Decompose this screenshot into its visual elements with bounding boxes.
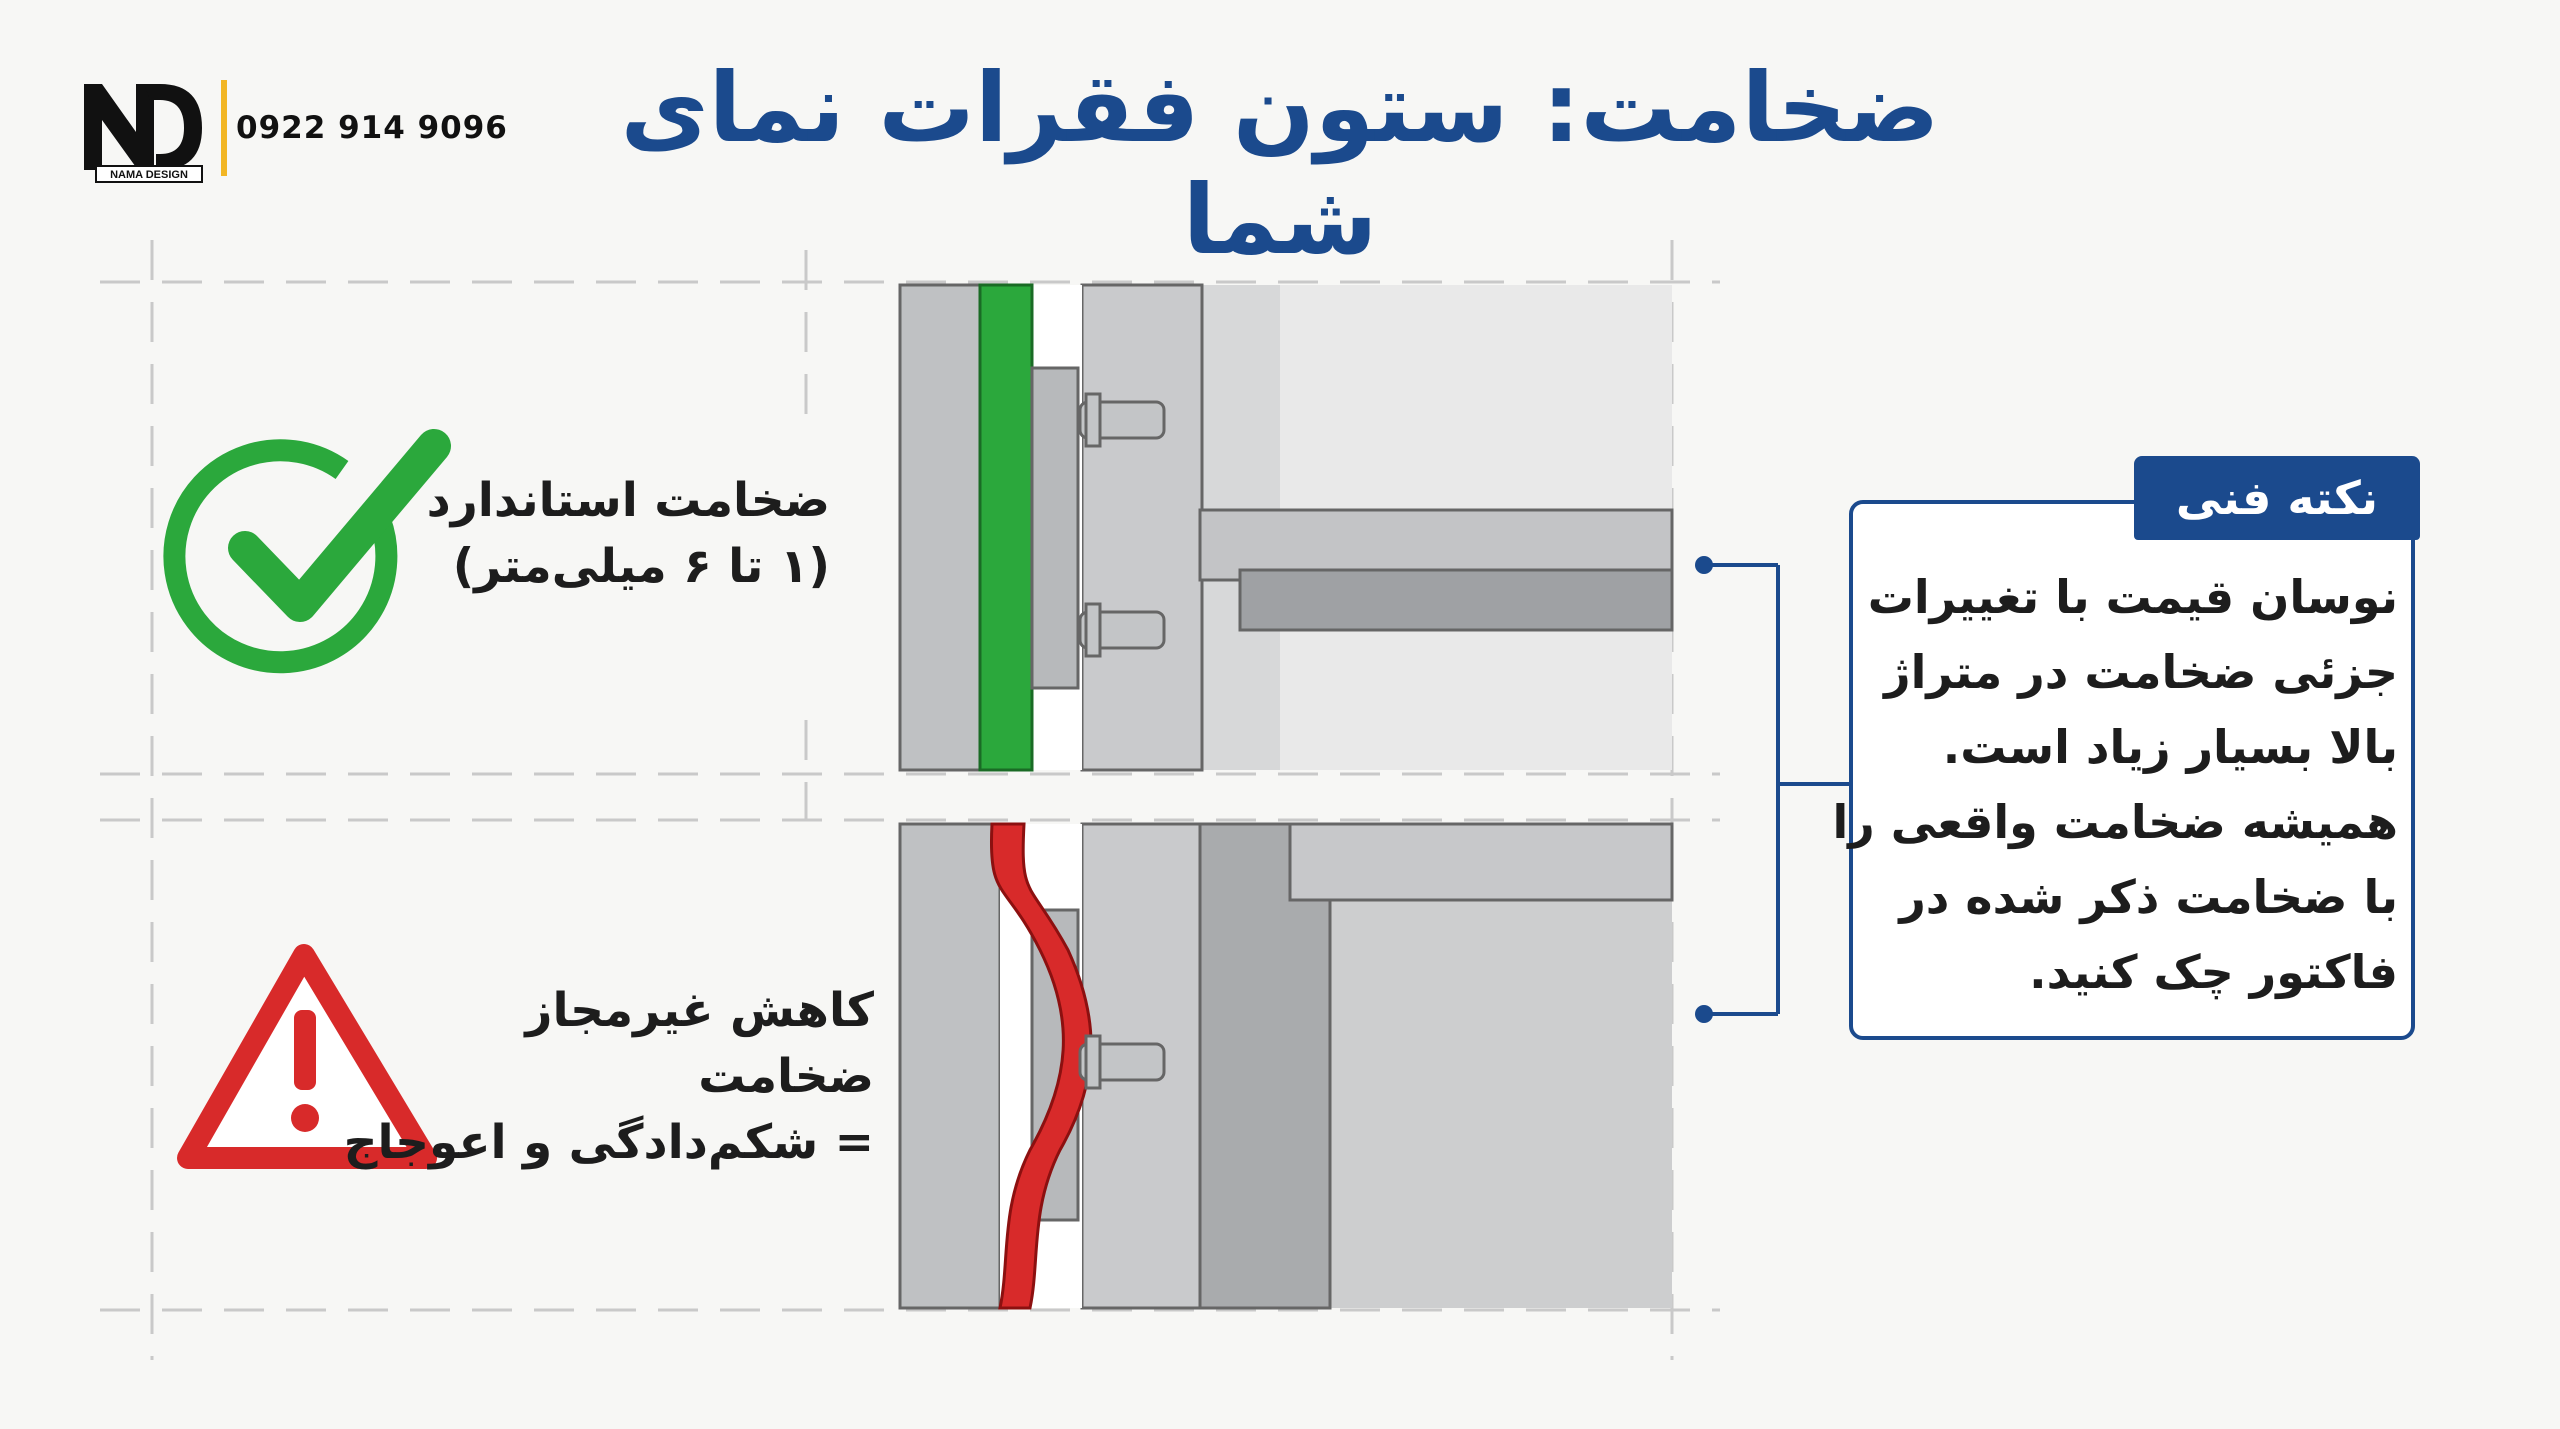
- bracket-dot-bottom: [1695, 1005, 1713, 1023]
- bolt-upper-2: [1078, 602, 1166, 658]
- upper-section: [898, 283, 1674, 772]
- warning-label: کاهش غیرمجاز ضخامت = شکم‌دادگی و اعوجاج: [340, 978, 874, 1176]
- standard-line1: ضخامت استاندارد: [426, 473, 830, 528]
- bolt-lower: [1078, 1034, 1166, 1090]
- warning-triangle-icon: [177, 944, 437, 1169]
- standard-thick-panel: [978, 283, 1034, 772]
- note-line: نوسان قیمت با تغییرات: [1867, 570, 2398, 624]
- warning-line2: = شکم‌دادگی و اعوجاج: [343, 1115, 874, 1170]
- check-circle-icon: [163, 429, 451, 674]
- note-line: با ضخامت ذکر شده در: [1899, 870, 2398, 924]
- lower-section: [898, 822, 1674, 1310]
- note-line: فاکتور چک کنید.: [2029, 945, 2398, 999]
- technical-note-tag: نکته فنی: [2134, 456, 2420, 540]
- standard-line2: (۱ تا ۶ میلی‌متر): [452, 539, 830, 594]
- warning-line1: کاهش غیرمجاز ضخامت: [525, 983, 874, 1104]
- bracket-dot-top: [1695, 556, 1713, 574]
- note-line: بالا بسیار زیاد است.: [1942, 720, 2398, 774]
- buckled-thin-panel: [989, 822, 1093, 1310]
- bolt-upper-1: [1078, 392, 1166, 448]
- page-title: ضخامت: ستون فقرات نمای شما: [620, 52, 1940, 276]
- technical-note-box: [1849, 500, 2415, 1040]
- note-line: همیشه ضخامت واقعی را: [1832, 795, 2398, 849]
- standard-thickness-label: ضخامت استاندارد (۱ تا ۶ میلی‌متر): [420, 468, 830, 600]
- logo-subtext: NAMA DESIGN: [110, 169, 188, 181]
- technical-note-body: نوسان قیمت با تغییرات جزئی ضخامت در مترا…: [1832, 560, 2398, 1010]
- note-bracket: [1704, 563, 1849, 1016]
- brand-logo: NAMA DESIGN: [84, 84, 203, 183]
- phone-number: 0922 914 9096: [236, 110, 508, 146]
- note-line: جزئی ضخامت در متراژ: [1884, 645, 2398, 699]
- logo-divider: [221, 80, 227, 176]
